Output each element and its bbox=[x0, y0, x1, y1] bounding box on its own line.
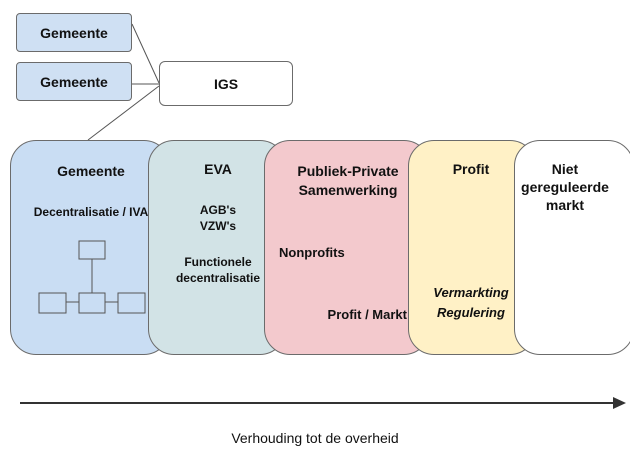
axis-label: Verhouding tot de overheid bbox=[231, 430, 399, 446]
stage-gemeente-title: Gemeente bbox=[57, 163, 125, 179]
igs-box-label: IGS bbox=[213, 75, 239, 92]
stage-pps-nonprofits: Nonprofits bbox=[279, 245, 345, 260]
stage-pps: Publiek-Private Samenwerking Nonprofits … bbox=[264, 140, 430, 355]
stage-niet-gereguleerd: Niet gereguleerde markt bbox=[514, 140, 630, 355]
stage-eva-agb: AGB's bbox=[199, 203, 237, 217]
stage-pps-title-1: Publiek-Private bbox=[297, 163, 399, 179]
stage-eva: EVA AGB's VZW's Functionele decentralisa… bbox=[148, 140, 286, 355]
org-chart-icon bbox=[38, 240, 146, 314]
stage-gemeente-subtitle: Decentralisatie / IVA bbox=[33, 205, 149, 219]
stage-profit-title: Profit bbox=[452, 161, 490, 177]
stage-eva-decentralisatie: decentralisatie bbox=[175, 271, 261, 285]
gemeente-box-2: Gemeente bbox=[16, 62, 132, 101]
stage-profit-regulering: Regulering bbox=[437, 305, 505, 320]
stage-eva-functionele: Functionele bbox=[184, 255, 252, 269]
stage-gemeente: Gemeente Decentralisatie / IVA bbox=[10, 140, 170, 355]
stage-markt-line-1: Niet bbox=[551, 161, 579, 177]
igs-box: IGS bbox=[159, 61, 293, 106]
stage-pps-title-2: Samenwerking bbox=[298, 182, 398, 198]
stage-markt-line-2: gereguleerde bbox=[521, 179, 609, 195]
line-gemeente1-igs bbox=[131, 23, 160, 84]
stage-markt-line-3: markt bbox=[545, 197, 585, 213]
line-igs-stage bbox=[87, 85, 160, 141]
stage-eva-vzw: VZW's bbox=[199, 219, 237, 233]
gemeente-box-1: Gemeente bbox=[16, 13, 132, 52]
stage-pps-profit-markt: Profit / Markt bbox=[327, 307, 407, 322]
stage-profit-vermarkting: Vermarkting bbox=[433, 285, 509, 300]
gemeente-box-2-label: Gemeente bbox=[40, 73, 108, 90]
stage-eva-title: EVA bbox=[204, 161, 232, 177]
gemeente-box-1-label: Gemeente bbox=[40, 24, 108, 41]
